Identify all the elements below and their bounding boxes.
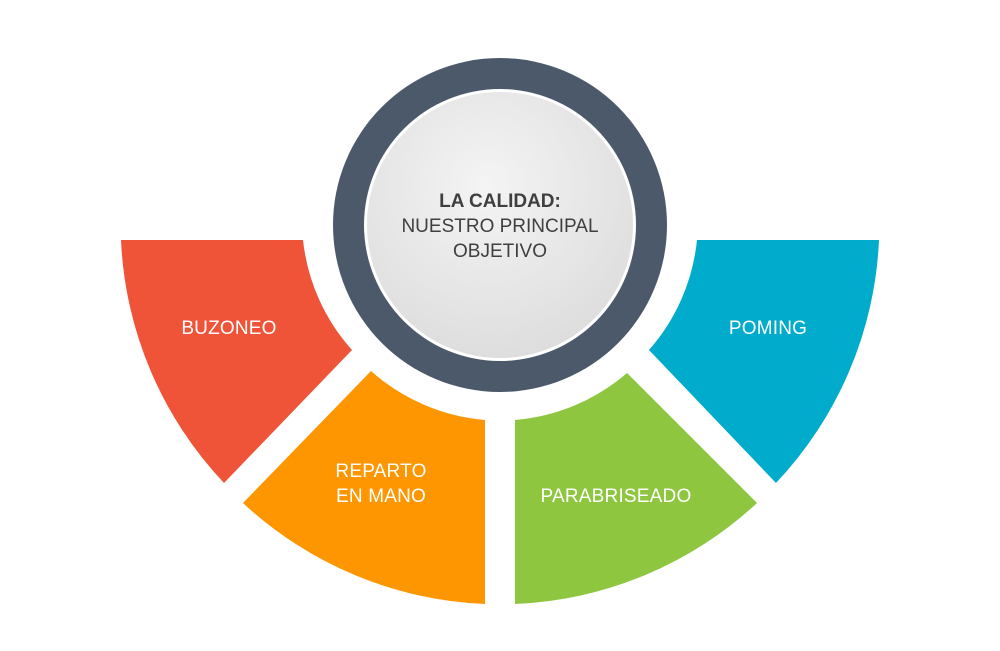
- segment-parabriseado-shape: [515, 373, 757, 604]
- segment-buzoneo-shape: [121, 240, 352, 483]
- segment-poming: POMING: [649, 240, 879, 483]
- segment-reparto-label-line2: EN MANO: [336, 486, 426, 507]
- segment-buzoneo-label: BUZONEO: [181, 318, 276, 339]
- segment-poming-label: POMING: [729, 318, 807, 339]
- segment-parabriseado: PARABRISEADO: [515, 373, 757, 604]
- center-subtitle-line1: NUESTRO PRINCIPAL: [401, 216, 598, 237]
- segment-buzoneo: BUZONEO: [121, 240, 352, 483]
- center-circle: LA CALIDAD: NUESTRO PRINCIPAL OBJETIVO: [333, 58, 667, 392]
- segment-parabriseado-label: PARABRISEADO: [541, 486, 692, 507]
- center-disc: [367, 92, 633, 358]
- segment-reparto-label-line1: REPARTO: [335, 461, 426, 482]
- center-subtitle-line2: OBJETIVO: [453, 241, 547, 262]
- segment-poming-shape: [649, 240, 879, 483]
- center-title: LA CALIDAD:: [439, 191, 561, 212]
- segment-reparto-shape: [243, 371, 485, 604]
- segment-reparto: REPARTO EN MANO: [243, 371, 485, 604]
